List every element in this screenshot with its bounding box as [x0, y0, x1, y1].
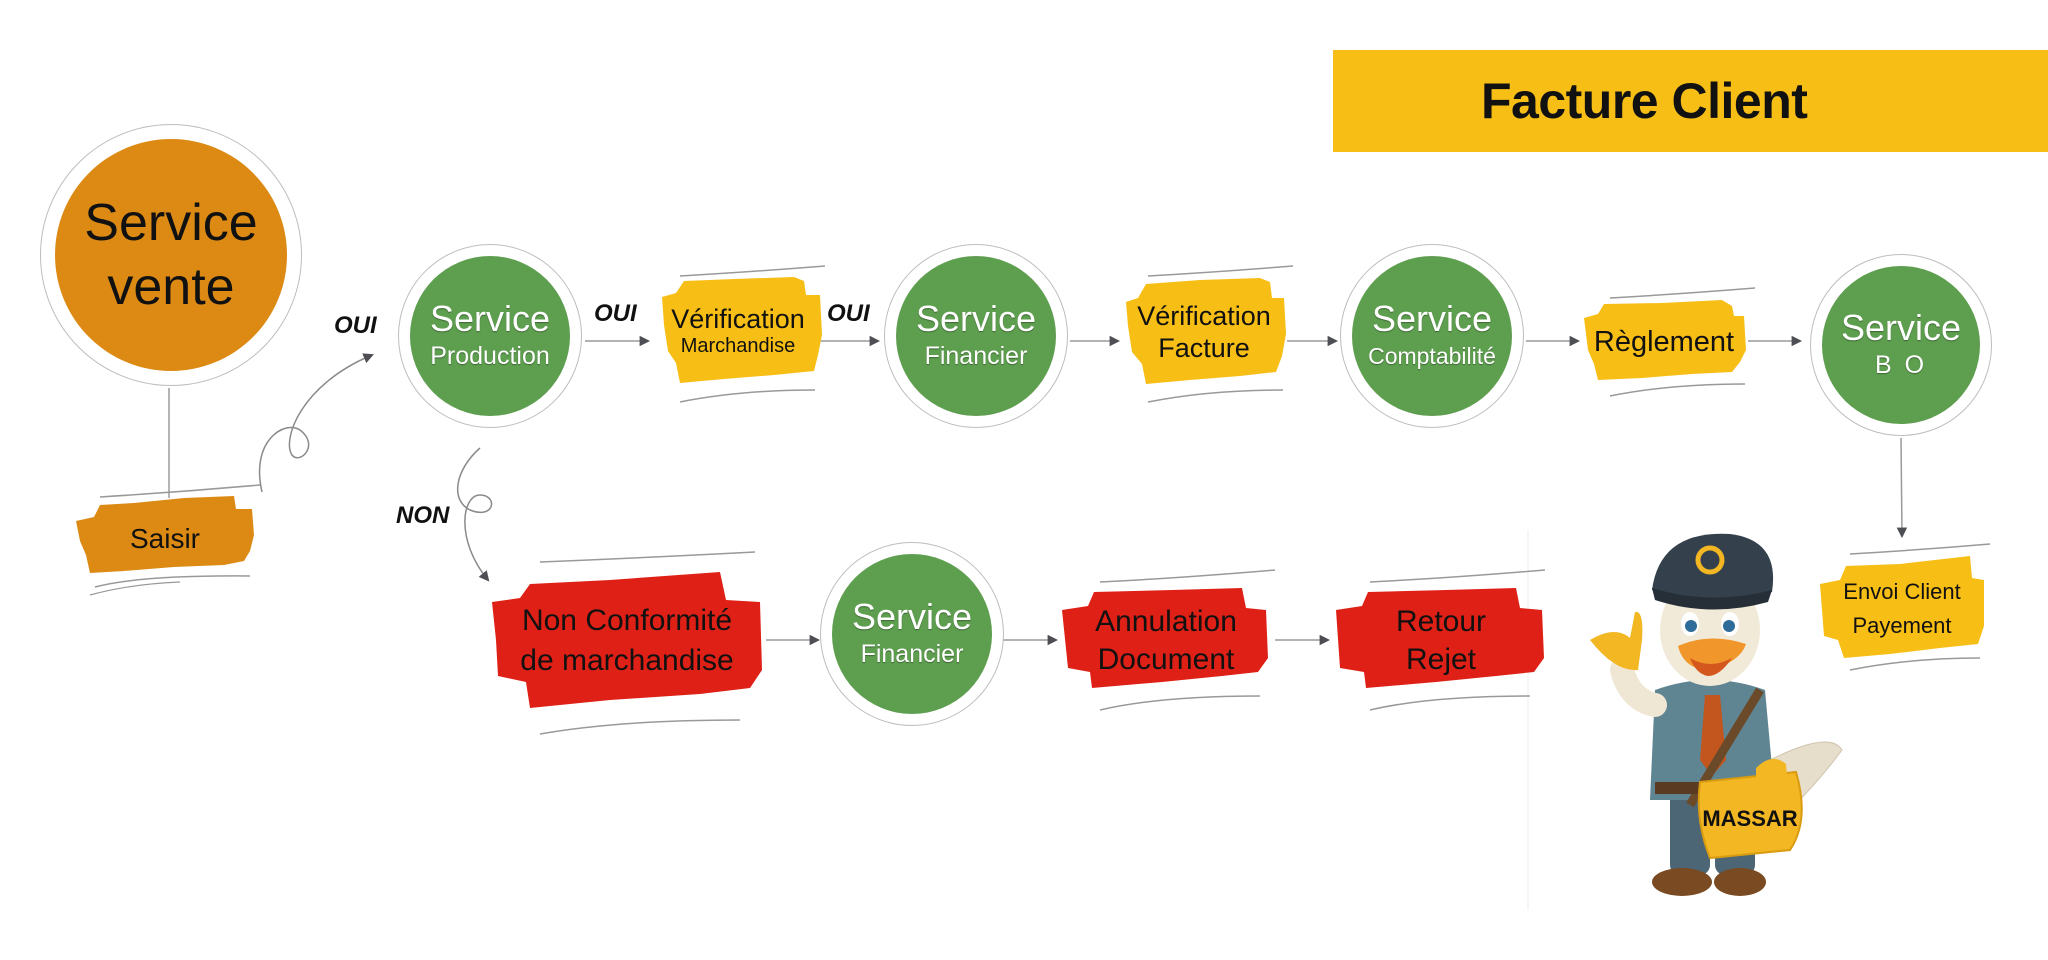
node-label-line1: Service	[1371, 298, 1493, 339]
node-service-financier[interactable]: Service Financier	[884, 244, 1068, 428]
node-service-vente[interactable]: Service vente	[40, 124, 302, 386]
arrow-bo-envoi	[1896, 437, 1908, 539]
label-oui-2: OUI	[594, 300, 637, 327]
connector-non-curly	[456, 447, 493, 582]
brush-shape	[1820, 556, 1984, 658]
brush-shape	[1584, 300, 1746, 380]
node-service-production[interactable]: Service Production	[398, 244, 582, 428]
node-label-line1: Service	[84, 194, 258, 252]
node-label-line2: Production	[430, 342, 550, 370]
node-label-line2: Financier	[860, 640, 964, 668]
node-label-line2: Comptabilité	[1368, 343, 1496, 369]
step-verification-marchandise[interactable]: Vérification Marchandise	[654, 275, 822, 387]
brush-swoosh	[679, 265, 826, 403]
brush-swoosh	[1609, 287, 1756, 397]
step-label-line2: Document	[1097, 643, 1235, 676]
step-label-line1: Annulation	[1095, 605, 1237, 638]
node-label-line2: vente	[107, 258, 235, 316]
step-saisir[interactable]: Saisir	[74, 495, 256, 583]
step-label-line1: Retour	[1395, 605, 1487, 638]
brush-swoosh	[1849, 543, 1991, 671]
brush-shape	[1126, 278, 1286, 384]
brush-swoosh	[89, 484, 261, 596]
step-label-line1: Envoi Client	[1843, 579, 1961, 604]
step-label: Règlement	[1593, 325, 1735, 358]
node-label-line1: Service	[851, 596, 973, 637]
diagram-title: Facture Client	[1481, 73, 1808, 129]
brush-swoosh	[1369, 569, 1546, 711]
step-label-line1: Vérification	[1137, 301, 1271, 331]
step-label-line1: Vérification	[671, 304, 805, 334]
node-label-line2: B O	[1874, 351, 1928, 379]
node-service-comptabilite[interactable]: Service Comptabilité	[1340, 244, 1524, 428]
title-banner: Facture Client	[1333, 50, 2048, 152]
step-annulation-document[interactable]: Annulation Document	[1062, 588, 1270, 694]
brush-shape	[1336, 588, 1544, 688]
step-envoi-client-payement[interactable]: Envoi Client Payement	[1820, 556, 1984, 662]
brush-shape	[492, 572, 762, 708]
brush-swoosh	[1147, 265, 1294, 403]
brush-swoosh	[539, 551, 756, 735]
step-label-line2: Facture	[1158, 333, 1250, 363]
brush-shape	[76, 496, 254, 573]
step-reglement[interactable]: Règlement	[1582, 300, 1746, 384]
mascot-duck-illustration: MASSAR	[1590, 533, 1843, 896]
node-label-line1: Service	[429, 298, 551, 339]
label-oui-3: OUI	[827, 300, 870, 327]
node-service-financier-reject[interactable]: Service Financier	[820, 542, 1004, 726]
node-service-bo[interactable]: Service B O	[1810, 254, 1992, 436]
node-label-line1: Service	[1840, 307, 1962, 348]
brush-shape	[662, 277, 822, 383]
brush-shape	[1062, 588, 1268, 688]
step-label-line2: Rejet	[1405, 643, 1477, 676]
step-verification-facture[interactable]: Vérification Facture	[1120, 276, 1288, 388]
node-label-line2: Financier	[924, 342, 1028, 370]
label-oui-1: OUI	[334, 312, 377, 339]
step-label-line2: Marchandise	[680, 335, 796, 357]
brush-swoosh	[1099, 569, 1276, 711]
step-retour-rejet[interactable]: Retour Rejet	[1336, 588, 1546, 694]
step-label-line2: de marchandise	[520, 644, 734, 677]
step-label: Saisir	[129, 523, 200, 554]
node-label-line1: Service	[915, 298, 1037, 339]
step-label-line2: Payement	[1852, 613, 1952, 638]
mascot-bag-label: MASSAR	[1702, 806, 1797, 831]
label-non: NON	[396, 502, 450, 529]
connector-oui-curly	[258, 353, 374, 493]
step-non-conformite[interactable]: Non Conformité de marchandise	[490, 570, 764, 712]
step-label-line1: Non Conformité	[521, 604, 733, 637]
